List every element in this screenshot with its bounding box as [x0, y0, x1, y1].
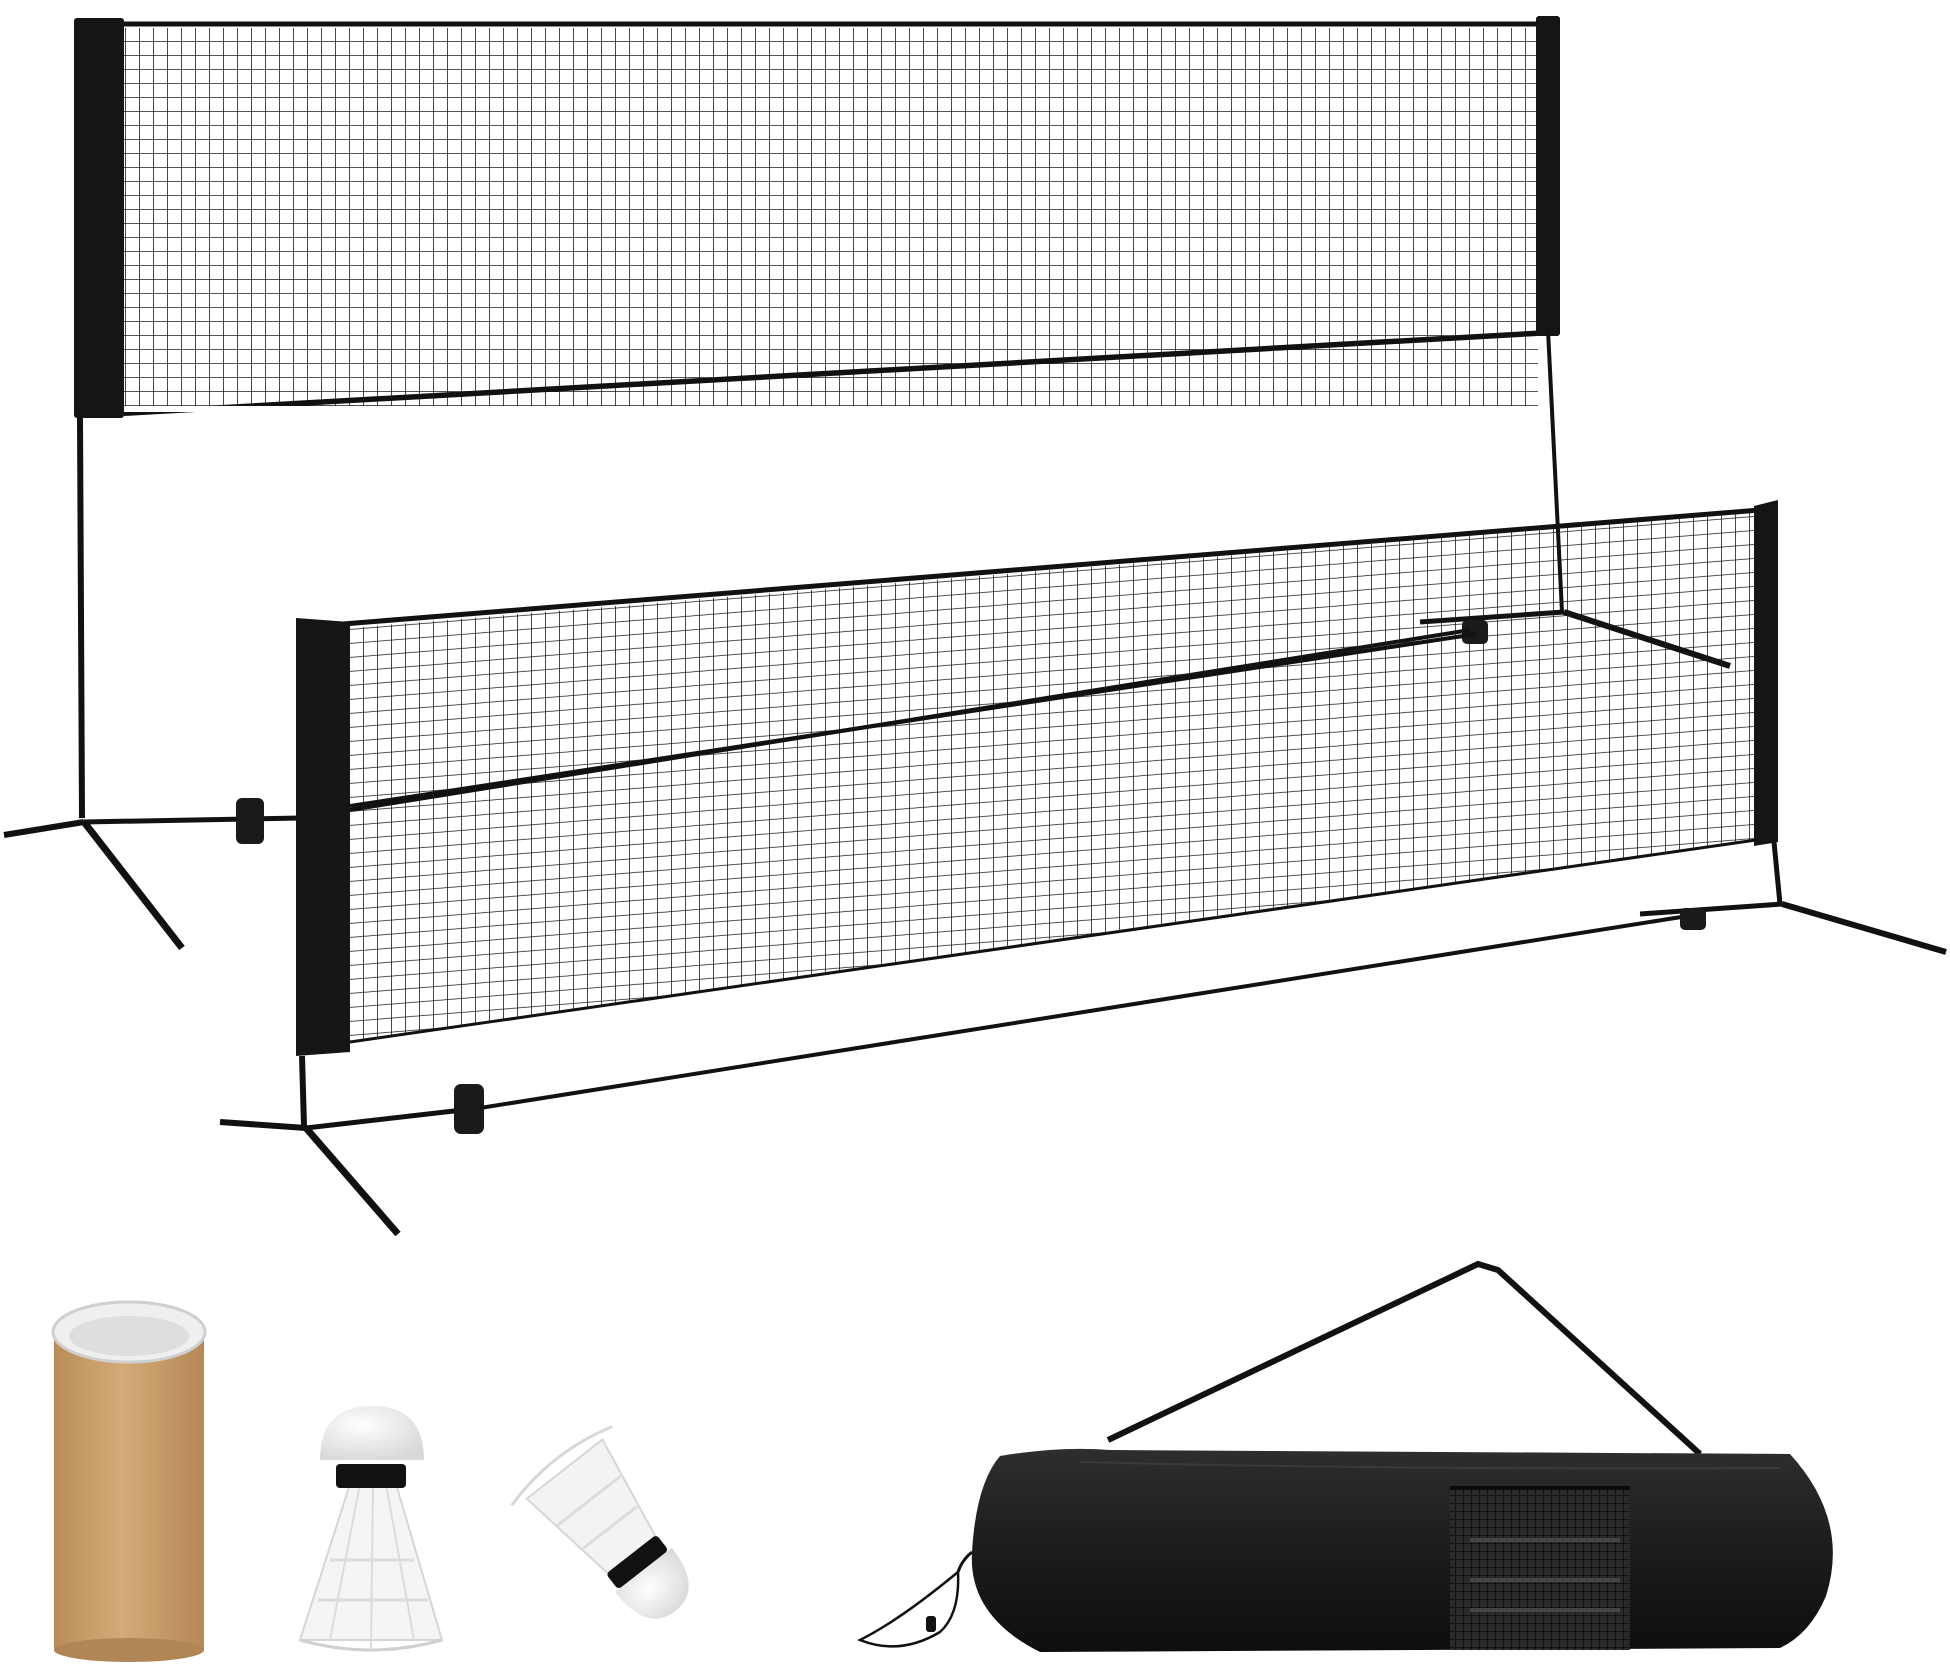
- badminton-net-icon: [3, 16, 1731, 951]
- badminton-net-low-icon: [219, 500, 1947, 1237]
- shuttlecock-icon: [510, 1425, 689, 1619]
- shuttlecock-icon: [298, 1406, 444, 1652]
- shuttle-tube-icon: [51, 1300, 207, 1662]
- carry-bag-icon: [856, 1260, 1833, 1652]
